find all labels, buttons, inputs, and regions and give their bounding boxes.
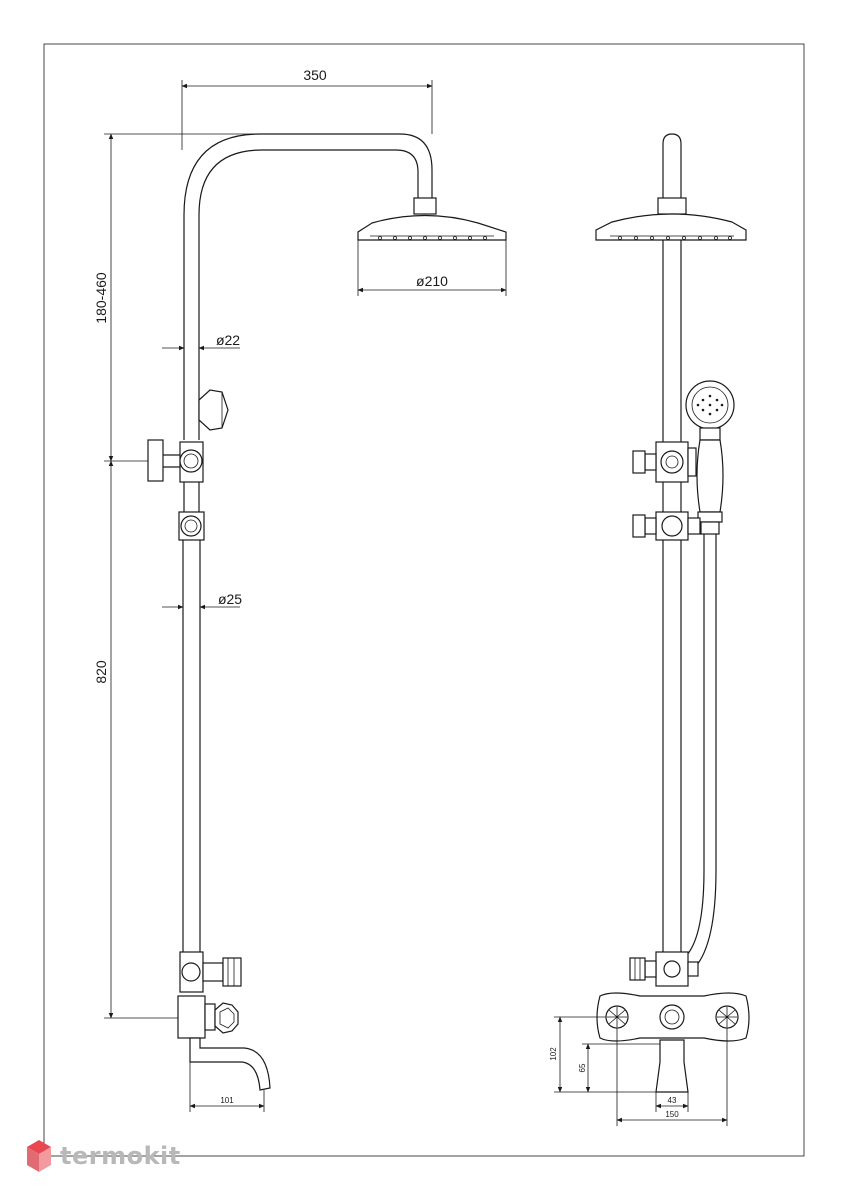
- shower-hose: [683, 534, 705, 959]
- dim-head-reach: 350: [303, 67, 327, 83]
- dim-lower-pipe: ø25: [218, 591, 242, 607]
- dim-spout-width: 43: [668, 1096, 677, 1105]
- watermark-brand: termokit: [60, 1142, 181, 1170]
- dim-height-adjust: 180-460: [93, 272, 109, 324]
- dim-outlet-height: 102: [549, 1047, 558, 1061]
- front-middle-block: [632, 511, 701, 541]
- hand-shower: [685, 380, 735, 535]
- front-lower-block: [629, 951, 699, 987]
- front-upper-block: [632, 441, 697, 483]
- cube-logo-icon: [27, 1140, 51, 1172]
- dim-lower-height: 820: [93, 660, 109, 684]
- lower-diverter-block: [179, 951, 242, 993]
- dim-upper-pipe: ø22: [216, 332, 240, 348]
- bath-spout: [189, 1037, 271, 1091]
- dim-head-diameter: ø210: [416, 273, 448, 289]
- dim-spout-length: 101: [220, 1096, 234, 1105]
- front-spout: [655, 1039, 689, 1093]
- watermark: termokit: [26, 1136, 181, 1176]
- front-view: [595, 133, 750, 1093]
- front-mixer-body: [596, 992, 750, 1042]
- side-view: [147, 133, 507, 1091]
- drawing-frame: [43, 43, 805, 1157]
- upper-diverter-block: [147, 439, 204, 483]
- dim-spout-drop: 65: [578, 1063, 587, 1072]
- rain-head-front: [595, 213, 747, 241]
- mixer-body: [177, 995, 239, 1039]
- dim-center-distance: 150: [665, 1110, 679, 1119]
- handshower-holder: [198, 389, 229, 431]
- slide-connector: [178, 511, 205, 541]
- dimension-lines: [104, 80, 728, 1126]
